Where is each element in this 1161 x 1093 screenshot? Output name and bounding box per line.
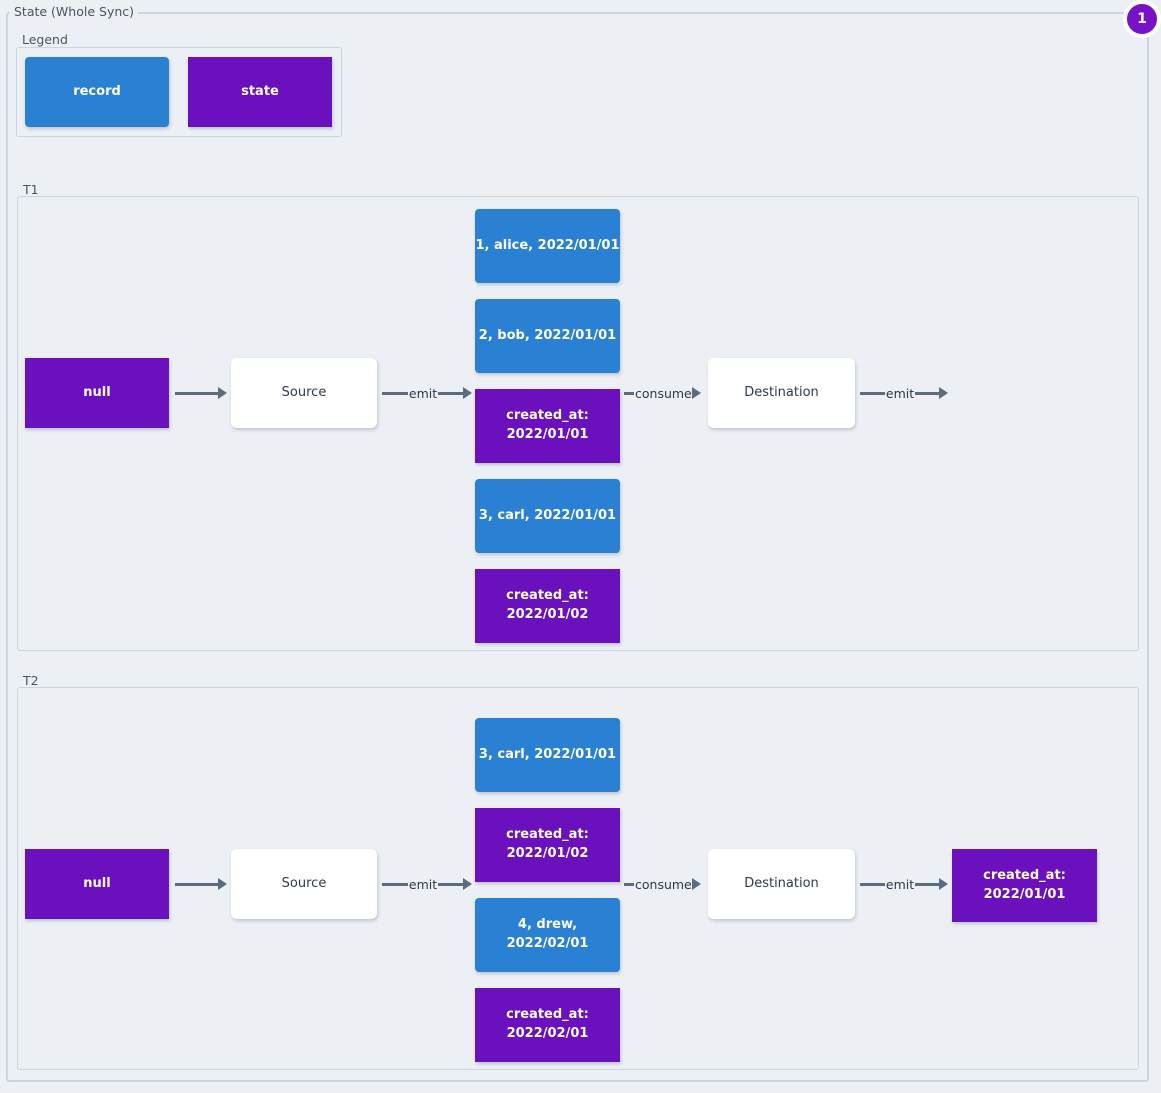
edge-label-emit: emit [885,876,915,892]
legend-title: Legend [18,33,72,46]
t2-stream-item-0: 3, carl, 2022/01/01 [475,718,620,792]
arrowhead-icon [463,387,472,399]
t1-edge-destination-consume: consume [624,384,708,402]
t2-edge-destination-emit: emit [860,875,948,893]
edge-line [382,882,408,886]
arrowhead-icon [691,878,701,890]
t2-stream-item-3: created_at: 2022/02/01 [475,988,620,1062]
t1-edge-state-to-source [175,384,227,402]
diagram-title: State (Whole Sync) [10,5,139,18]
t1-initial-state-node: null [25,358,169,428]
t2-edge-source-emit: emit [382,875,472,893]
t2-stream-item-2: 4, drew, 2022/02/01 [475,898,620,972]
t2-edge-state-to-source [175,875,227,893]
t1-stream-item-3: 3, carl, 2022/01/01 [475,479,620,553]
t2-edge-destination-consume: consume [624,875,708,893]
edge-line [624,882,634,886]
t1-stream-item-2: created_at: 2022/01/01 [475,389,620,463]
section-label-t2: T2 [19,674,43,687]
t1-stream-item-0: 1, alice, 2022/01/01 [475,209,620,283]
edge-label-emit: emit [408,385,438,401]
outer-frame [6,12,1149,1082]
t2-destination-node: Destination [708,849,855,919]
edge-line [915,391,940,395]
edge-label-emit: emit [885,385,915,401]
t1-stream-item-4: created_at: 2022/01/02 [475,569,620,643]
legend-swatch-record: record [25,57,169,127]
t1-edge-source-emit: emit [382,384,472,402]
t2-initial-state-node: null [25,849,169,919]
arrowhead-icon [218,878,227,890]
section-frame-t2 [17,687,1139,1070]
edge-label-consume: consume [635,385,692,401]
edge-label-consume: consume [635,876,692,892]
step-badge[interactable]: 1 [1123,0,1161,38]
arrowhead-icon [463,878,472,890]
arrowhead-icon [939,387,948,399]
legend-frame [16,47,342,137]
arrowhead-icon [218,387,227,399]
edge-line [915,882,940,886]
t2-stream-item-1: created_at: 2022/01/02 [475,808,620,882]
edge-line [175,882,219,886]
t1-edge-destination-emit: emit [860,384,948,402]
arrowhead-icon [939,878,948,890]
t2-final-state-node: created_at: 2022/01/01 [952,849,1097,922]
edge-line [382,391,408,395]
section-label-t1: T1 [19,183,43,196]
t1-stream-item-1: 2, bob, 2022/01/01 [475,299,620,373]
edge-line [175,391,219,395]
legend-swatch-state: state [188,57,332,127]
edge-line [438,391,464,395]
edge-line [860,882,885,886]
t1-destination-node: Destination [708,358,855,428]
t2-source-node: Source [231,849,377,919]
edge-label-emit: emit [408,876,438,892]
arrowhead-icon [691,387,701,399]
edge-line [624,391,634,395]
t1-source-node: Source [231,358,377,428]
section-frame-t1 [17,196,1139,651]
edge-line [860,391,885,395]
edge-line [438,882,464,886]
